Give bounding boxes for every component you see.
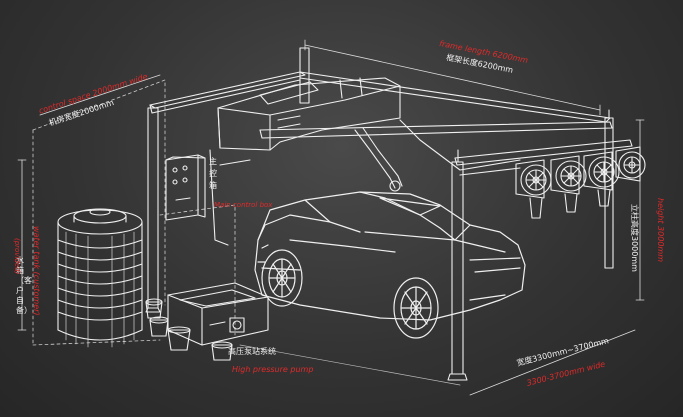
dryer-fan — [515, 159, 552, 219]
upright-height-en-label: height 3000mm — [656, 198, 665, 262]
water-tank — [57, 208, 143, 348]
pump-station — [167, 282, 269, 346]
dryer-fan — [615, 146, 646, 182]
main-control-cn-label: 主控箱 — [209, 157, 217, 190]
water-tank-en-label: water tank (customer) — [32, 226, 41, 316]
floor-line — [239, 344, 461, 386]
dimension-lines — [17, 39, 645, 396]
machine-room-outline — [32, 79, 236, 346]
water-tank-cn-label: 水箱（客户自备） — [16, 256, 32, 315]
swing-arm — [354, 119, 521, 192]
pump-station-cn-label: 高压泵站系统 — [228, 347, 276, 356]
dryer-fan — [550, 155, 587, 213]
left-front-upright — [145, 107, 161, 313]
gantry-carriage — [217, 77, 401, 151]
upright-height-cn-label: 立柱高度3000mm — [630, 204, 639, 272]
main-control-en-label: Main control box — [214, 201, 273, 209]
dryer-fan — [583, 151, 620, 207]
dryer-fans — [515, 146, 646, 219]
control-box — [165, 149, 251, 246]
buckets — [145, 298, 233, 361]
right-front-upright — [447, 149, 468, 381]
car — [254, 191, 526, 339]
dryer-beam — [454, 139, 633, 176]
tank-side-en-label: (provided) — [13, 238, 21, 275]
pump-station-en-label: High pressure pump — [232, 365, 314, 374]
